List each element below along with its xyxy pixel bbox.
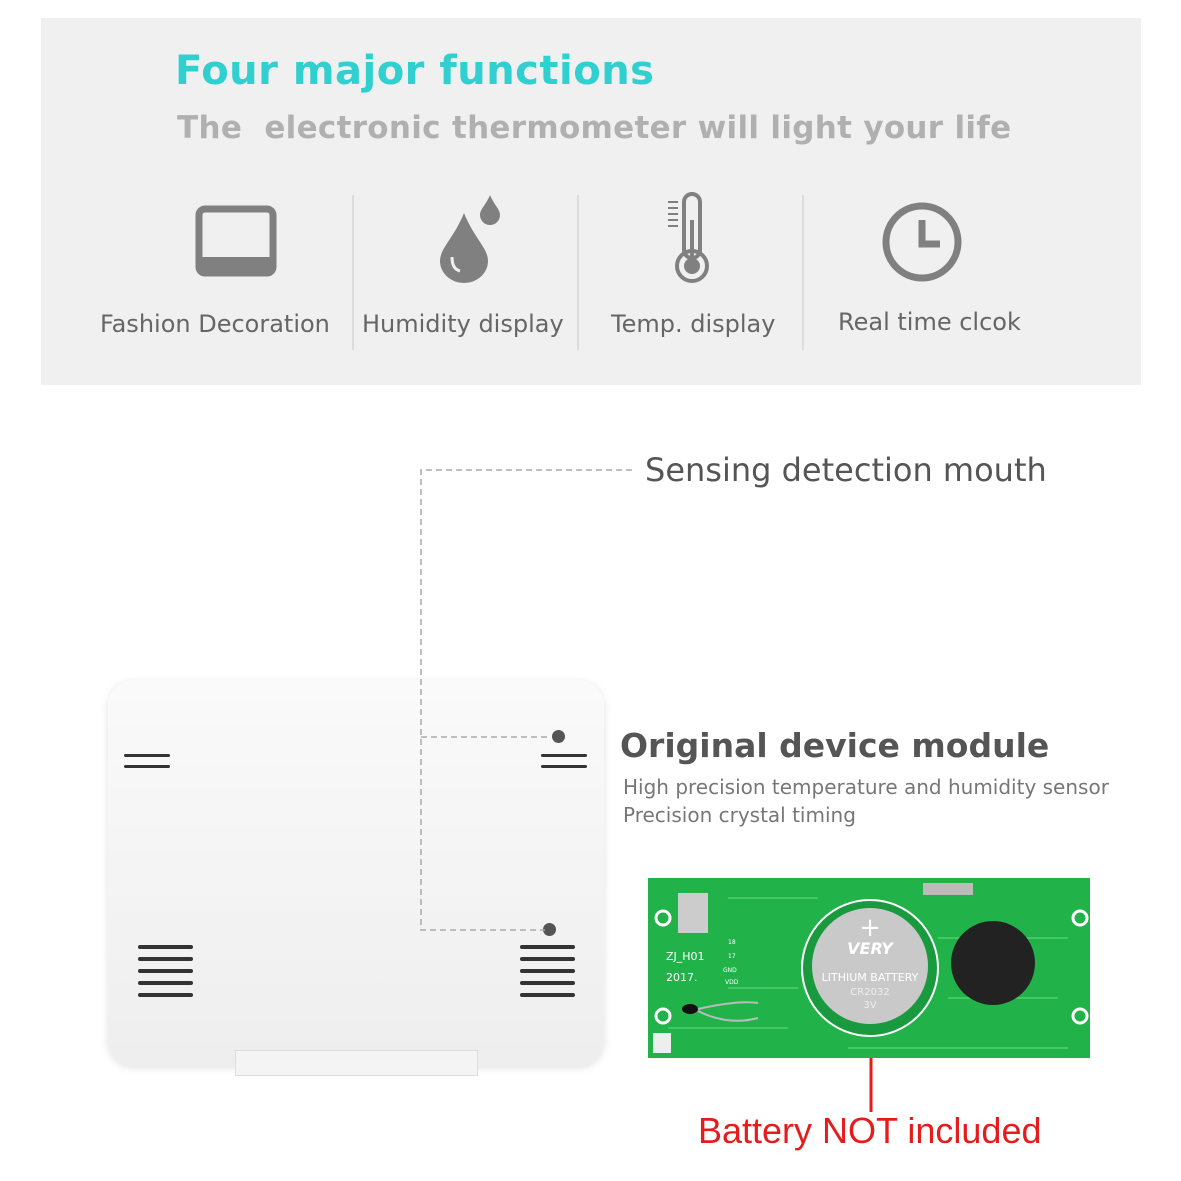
svg-text:17: 17	[728, 953, 736, 960]
battery-text: LITHIUM BATTERY	[822, 971, 919, 984]
svg-text:VDD: VDD	[725, 979, 739, 986]
feature-label-humidity: Humidity display	[362, 310, 564, 338]
pcb-board: + VERY LITHIUM BATTERY CR2032 3V ZJ_H01 …	[648, 878, 1090, 1058]
module-title: Original device module	[620, 726, 1050, 765]
feature-label-fashion: Fashion Decoration	[100, 310, 330, 338]
battery-voltage: 3V	[863, 1000, 876, 1011]
page-title: Four major functions	[175, 48, 655, 94]
module-line-2: Precision crystal timing	[623, 803, 856, 827]
page-subtitle: The electronic thermometer will light yo…	[177, 110, 1012, 146]
coin-battery	[812, 908, 928, 1024]
feature-label-temp: Temp. display	[611, 310, 776, 338]
device-stand	[235, 1050, 478, 1076]
divider	[802, 195, 804, 350]
svg-text:GND: GND	[723, 967, 737, 974]
pcb-year: 2017.	[666, 971, 698, 984]
sensor-hole	[552, 730, 565, 743]
feature-label-clock: Real time clcok	[838, 308, 1021, 336]
thermometer-icon	[668, 192, 709, 283]
sensing-callout: Sensing detection mouth	[645, 451, 1047, 489]
battery-model: CR2032	[850, 987, 889, 998]
vent-top-right	[541, 754, 587, 768]
vent-bottom-left	[138, 945, 193, 997]
clock-icon	[882, 202, 962, 282]
vent-top-left	[124, 754, 170, 768]
divider	[577, 195, 579, 350]
frame-icon	[195, 205, 277, 277]
features-panel	[41, 18, 1141, 385]
buzzer	[951, 921, 1035, 1005]
divider	[352, 195, 354, 350]
module-line-1: High precision temperature and humidity …	[623, 775, 1109, 799]
device-back	[108, 680, 604, 1066]
sensor-hole	[543, 923, 556, 936]
svg-text:+: +	[859, 913, 881, 943]
svg-text:18: 18	[728, 939, 736, 946]
vent-bottom-right	[520, 945, 575, 997]
battery-brand: VERY	[847, 939, 894, 958]
water-drops-icon	[440, 195, 500, 283]
pcb-model: ZJ_H01	[666, 950, 705, 963]
battery-note: Battery NOT included	[698, 1110, 1042, 1151]
